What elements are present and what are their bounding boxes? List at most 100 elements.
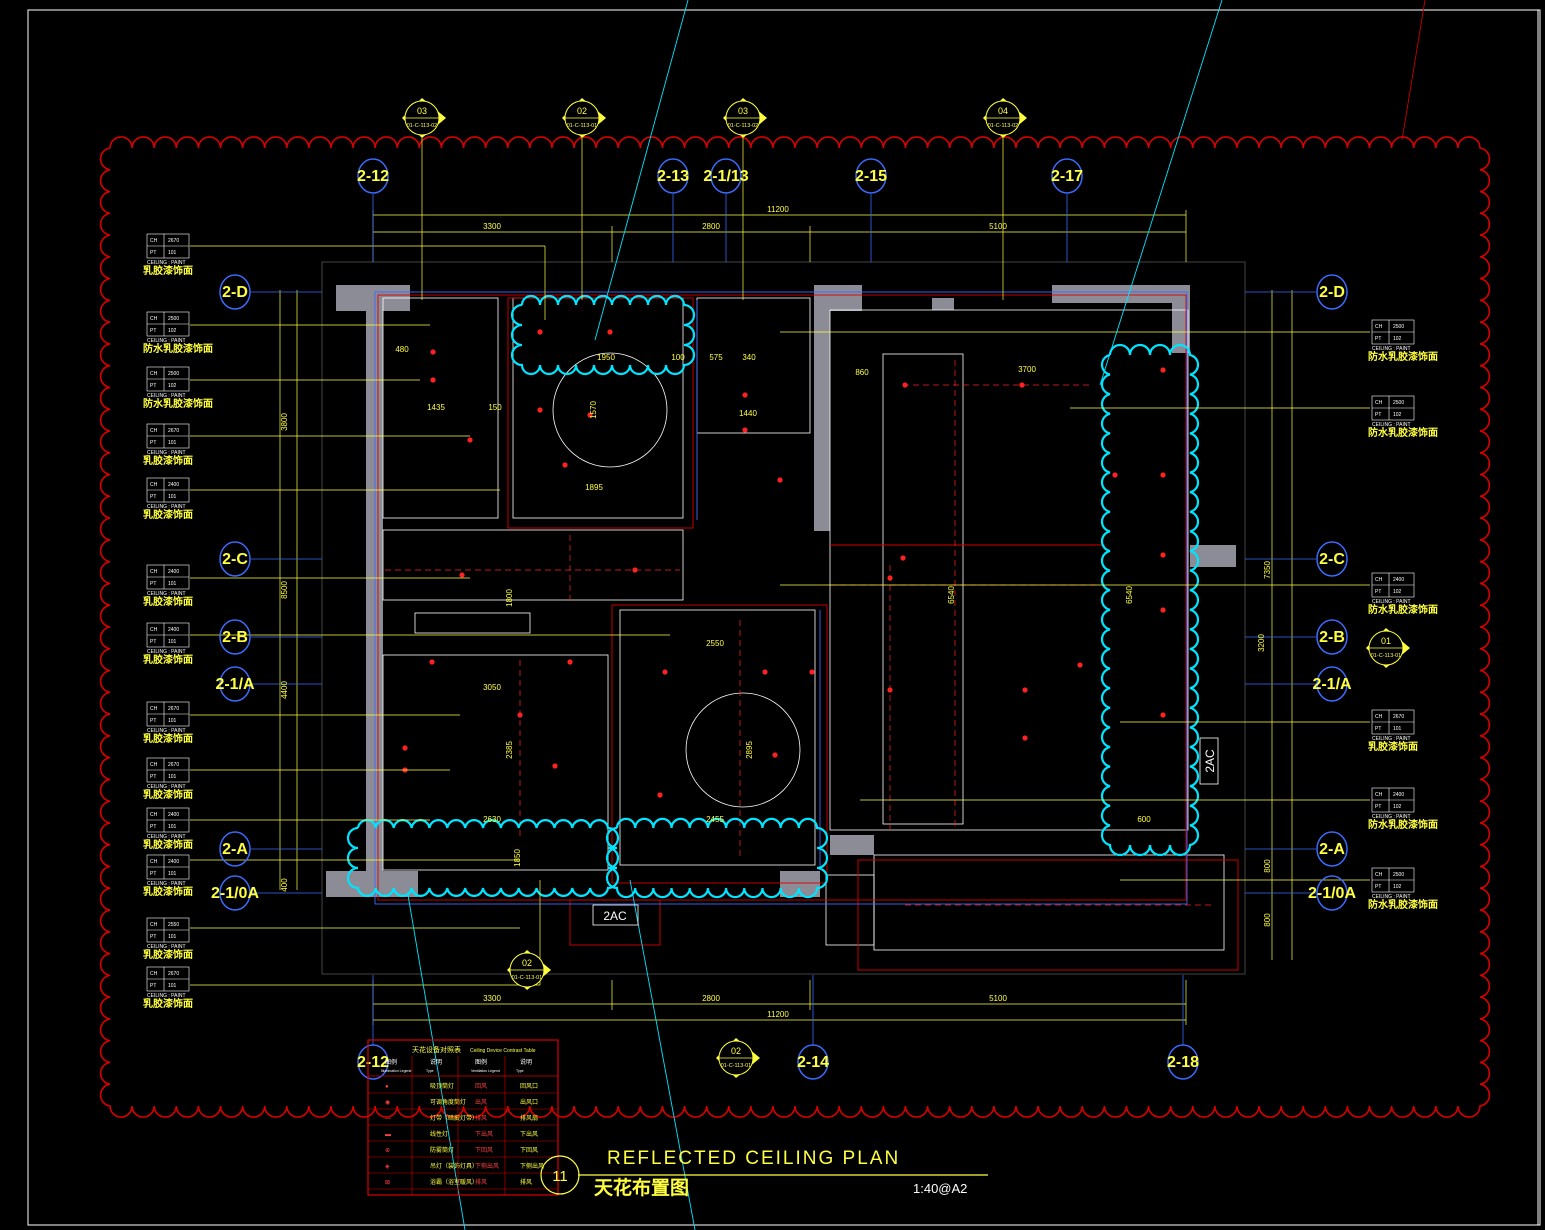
tag-kind: CEILING : PAINT: [147, 881, 186, 887]
grid-axis-top: 2-15: [855, 158, 887, 194]
legend-cell: ◉: [385, 1100, 390, 1106]
grid-axis-top-label: 2-1/13: [703, 168, 748, 185]
tag-ch-value: 2670: [168, 238, 179, 244]
tag-ch-key: CH: [150, 428, 158, 434]
grid-axis-top: 2-17: [1051, 158, 1083, 194]
downlight-fixture: [1160, 552, 1166, 558]
tag-ch-value: 2500: [1393, 324, 1404, 330]
downlight-fixture: [587, 412, 593, 418]
downlight-fixture: [1160, 367, 1166, 373]
legend-cell: ▬: [385, 1132, 391, 1138]
revision-cloud: [99, 136, 1491, 1118]
ceiling-cloud: [510, 294, 696, 376]
section-mark-number: 02: [522, 958, 532, 968]
tag-label: 防水乳胶漆饰面: [1368, 426, 1438, 439]
tag-label: 防水乳胶漆饰面: [1368, 818, 1438, 831]
tag-pt-value: 101: [168, 718, 177, 724]
section-mark-ref: 01-C-113-01: [721, 1063, 751, 1069]
tag-ch-key: CH: [150, 859, 158, 865]
tag-pt-key: PT: [150, 824, 156, 830]
ceiling-lights: [402, 329, 1166, 798]
downlight-fixture: [762, 669, 768, 675]
tag-pt-key: PT: [1375, 412, 1381, 418]
grid-axis-right-label: 2-1/A: [1312, 676, 1352, 693]
tag-pt-value: 101: [168, 934, 177, 940]
tag-ch-value: 2550: [168, 922, 179, 928]
tag-ch-value: 2400: [1393, 792, 1404, 798]
tag-pt-key: PT: [1375, 589, 1381, 595]
section-mark-ref: 01-C-113-02: [728, 123, 758, 129]
legend-cell: ●: [385, 1084, 389, 1090]
tag-ch-key: CH: [150, 971, 158, 977]
tag-label: 乳胶漆饰面: [143, 264, 193, 277]
downlight-fixture: [1022, 687, 1028, 693]
tag-pt-value: 101: [168, 494, 177, 500]
tag-label: 乳胶漆饰面: [143, 788, 193, 801]
tag-ch-value: 2670: [168, 762, 179, 768]
downlight-fixture: [537, 329, 543, 335]
tag-label: 乳胶漆饰面: [143, 948, 193, 961]
dim-bottom-2: 2800: [702, 994, 720, 1003]
legend-cell: 吸顶筒灯: [430, 1082, 454, 1090]
interior-dimension: 2550: [706, 639, 724, 648]
section-mark-number: 04: [998, 106, 1008, 116]
interior-dimension: 480: [395, 345, 409, 354]
tag-ch-value: 2670: [168, 706, 179, 712]
dimension-top: [372, 210, 1187, 262]
tag-label: 乳胶漆饰面: [143, 997, 193, 1010]
red-reference-line: [1401, 0, 1426, 141]
legend-cell: 下回风: [475, 1147, 493, 1154]
legend-title-en: Ceiling Device Contrast Table: [470, 1048, 536, 1054]
plan-lines-blue: [374, 291, 1188, 905]
tag-label: 乳胶漆饰面: [143, 885, 193, 898]
downlight-fixture: [402, 745, 408, 751]
grid-axis-left: 2-A: [219, 831, 251, 867]
tag-kind: CEILING : PAINT: [147, 728, 186, 734]
section-mark-number: 02: [577, 106, 587, 116]
tag-kind: CEILING : PAINT: [1372, 894, 1411, 900]
legend-cell: 排风: [520, 1178, 532, 1186]
tag-label: 防水乳胶漆饰面: [1368, 898, 1438, 911]
legend-cell: ⊕: [385, 1148, 390, 1154]
tag-pt-value: 102: [1393, 884, 1402, 890]
grid-axis-right-label: 2-B: [1319, 629, 1345, 646]
legend-header-en: Type: [516, 1069, 524, 1073]
grid-axis-left-label: 2-B: [222, 629, 248, 646]
downlight-fixture: [429, 659, 435, 665]
drawing-number: 11: [552, 1168, 568, 1185]
tag-ch-value: 2500: [1393, 400, 1404, 406]
grid-axis-bottom: 2-14: [797, 1044, 829, 1080]
downlight-fixture: [777, 477, 783, 483]
tag-pt-key: PT: [150, 718, 156, 724]
ac-unit-1: 2AC: [592, 904, 639, 926]
dimension-right: [1271, 290, 1293, 960]
tag-pt-value: 101: [168, 639, 177, 645]
section-mark-number: 03: [738, 106, 748, 116]
grid-axis-left: 2-C: [219, 541, 251, 577]
legend-cell: 下出风: [475, 1130, 493, 1138]
legend-header: 图例: [385, 1058, 397, 1066]
legend-cell: 出风口: [520, 1098, 538, 1106]
tag-kind: CEILING : PAINT: [147, 649, 186, 655]
tag-label: 乳胶漆饰面: [143, 732, 193, 745]
grid-axis-bottom: 2-12: [357, 1044, 389, 1080]
downlight-fixture: [662, 669, 668, 675]
grid-axis-top-label: 2-15: [855, 168, 887, 185]
tag-ch-value: 2500: [1393, 872, 1404, 878]
tag-kind: CEILING : PAINT: [1372, 599, 1411, 605]
grid-axis-right-label: 2-D: [1319, 284, 1345, 301]
downlight-fixture: [1077, 662, 1083, 668]
tag-ch-key: CH: [150, 706, 158, 712]
tag-ch-value: 2500: [168, 316, 179, 322]
tag-pt-value: 102: [168, 383, 177, 389]
dim-top-3: 5100: [989, 222, 1007, 231]
section-mark-ref: 01-C-113-02: [988, 123, 1018, 129]
